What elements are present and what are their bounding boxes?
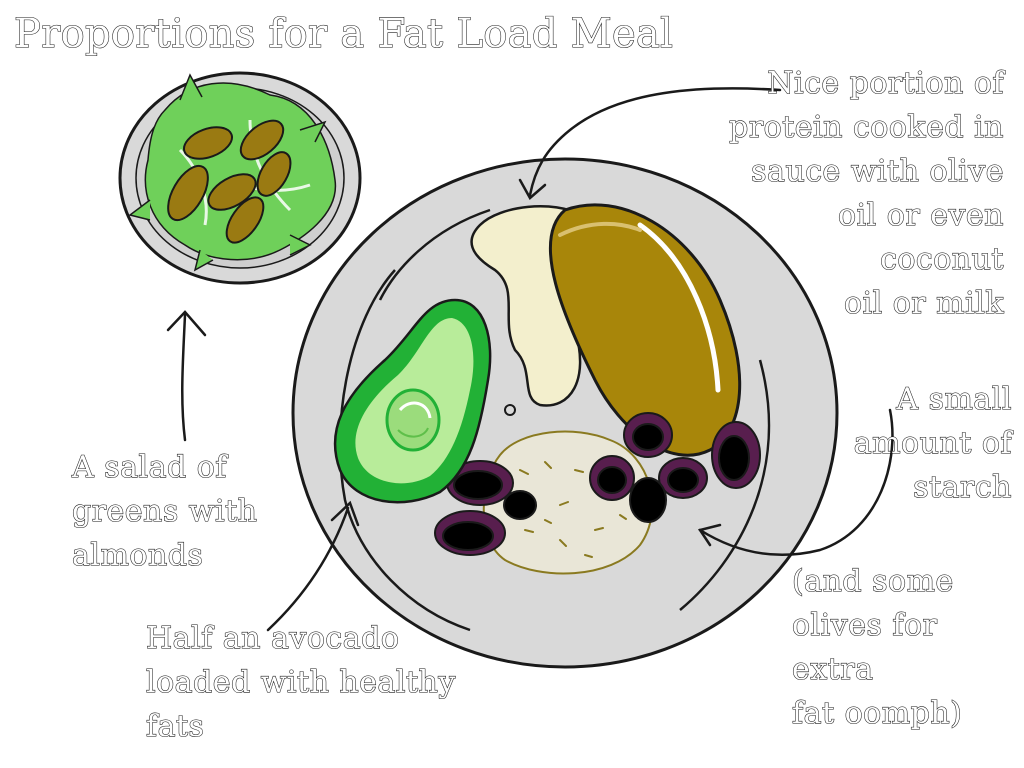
starch-arrow (698, 408, 894, 557)
olives-label: (and some olives for extra fat oomph) (791, 563, 963, 731)
plate-speck (504, 404, 516, 416)
protein-arrow (528, 87, 782, 197)
starch-label: A small amount of starch (853, 381, 1012, 505)
page-title: Proportions for a Fat Load Meal (13, 10, 674, 57)
salad-arrow (181, 313, 187, 442)
salad-bowl (118, 71, 362, 285)
protein (549, 203, 742, 457)
arrows (166, 87, 894, 632)
almonds (167, 119, 292, 244)
olives (434, 412, 761, 556)
avocado-half (333, 298, 492, 504)
avocado-arrow (266, 506, 350, 632)
salad-label: A salad of greens with almonds (71, 449, 258, 573)
protein-label: Nice portion of protein cooked in sauce … (729, 65, 1004, 321)
avocado-label: Half an avocado loaded with healthy fats (145, 620, 456, 744)
